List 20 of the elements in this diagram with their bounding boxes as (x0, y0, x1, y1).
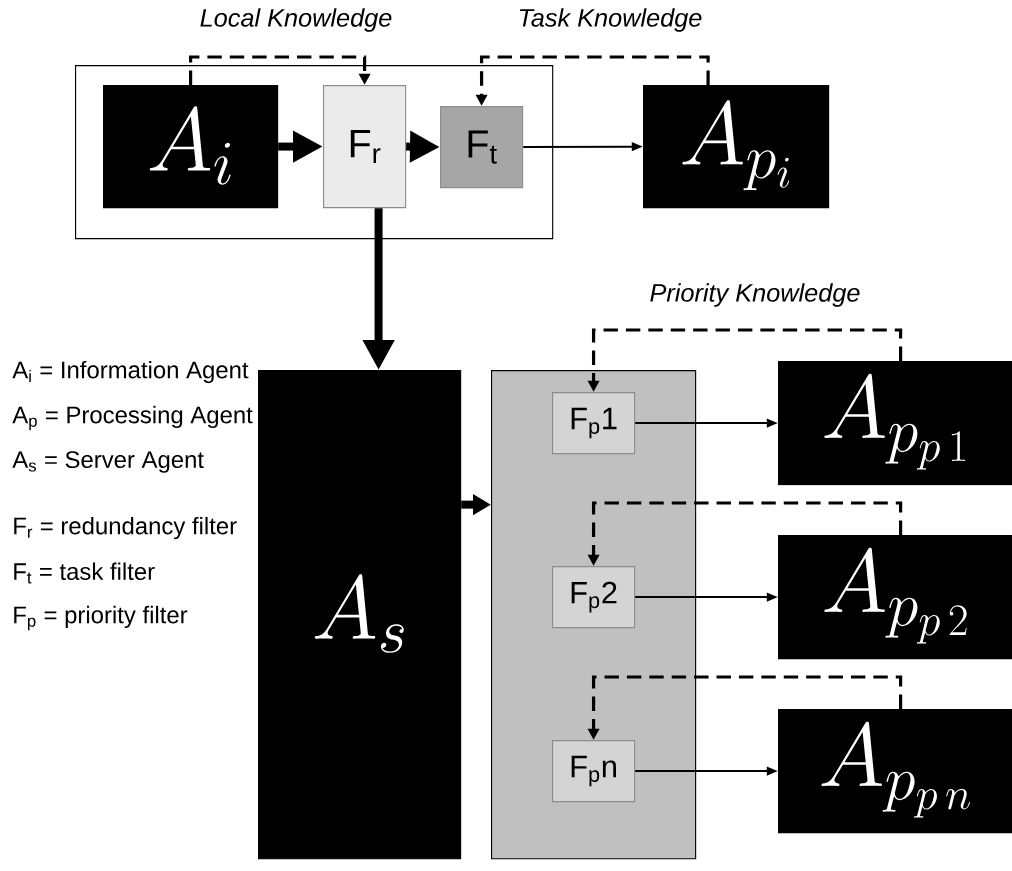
key-entry: F$_{r}$ = redundancy filter (14, 516, 237, 540)
key-entry: F$_{p}$ = priority filter (14, 605, 188, 631)
key-entry: A$_{s}$ = Server Agent (12, 451, 204, 473)
filter-box: F$_{p}$2 (552, 566, 636, 629)
filter-box: F$_{p}$1 (552, 392, 636, 455)
edge-label: Task Knowledge (516, 6, 704, 34)
key-entry: A$_{i}$ = Information Agent (12, 360, 249, 384)
agent-box: $A_{p_{p\,1}}$ (778, 361, 1012, 486)
agent-box: $A_{p_i}$ (643, 85, 830, 209)
key-entry: F$_{t}$ = task filter (14, 562, 155, 584)
agent-box: $A_{p_{p\,2}}$ (778, 535, 1012, 660)
edge-label: Priority Knowledge (648, 281, 862, 309)
filter-box: F$_{r}$ (323, 85, 407, 209)
filter-box: F$_{p}$n (552, 740, 636, 803)
filter-box: F$_{t}$ (440, 106, 524, 189)
dashed-arrow (189, 55, 371, 85)
agent-box: $A_{p_{p\,n}}$ (778, 709, 1012, 834)
agent-box: $A_i$ (103, 85, 279, 209)
edge-label: Local Knowledge (198, 6, 394, 34)
agent-box: $A_s$ (258, 370, 462, 860)
